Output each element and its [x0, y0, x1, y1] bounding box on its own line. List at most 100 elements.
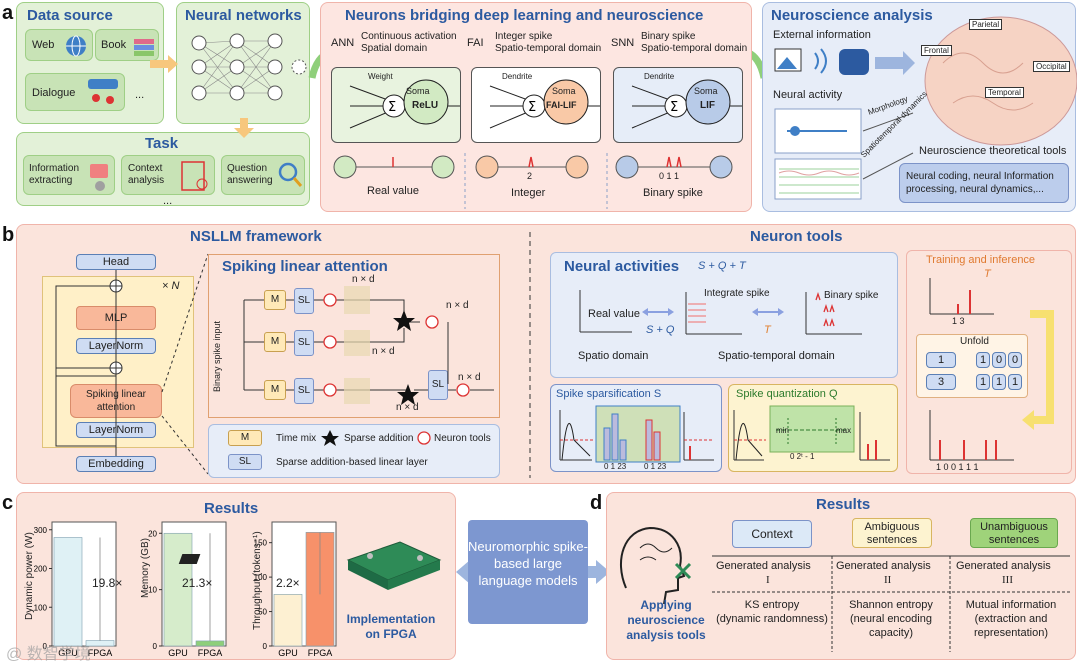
extract-icon: [90, 164, 108, 191]
chart2-ylabel: Memory (GB): [140, 538, 151, 598]
activities-t: T: [764, 324, 771, 336]
sl-block-1: SL: [294, 288, 314, 314]
fpga-label: Implementation on FPGA: [346, 612, 436, 641]
activities-integrate: Integrate spike: [704, 288, 770, 299]
qa-card: Question answering: [221, 155, 305, 195]
col1-gen: Generated analysis: [716, 560, 811, 572]
quantization-max: max: [836, 426, 852, 435]
dialogue-label: Dialogue: [32, 87, 76, 99]
unfold-row2-b2: 1: [992, 374, 1006, 390]
quantization-ticks: 0 2ᵗ - 1: [790, 452, 815, 461]
ann-tag: ANN: [331, 37, 355, 49]
task-more: ...: [163, 195, 173, 207]
quantization-title: Spike quantization Q: [736, 388, 838, 400]
svg-text:Σ: Σ: [388, 100, 396, 115]
sl-block-2: SL: [294, 330, 314, 356]
panel-letter-c: c: [2, 492, 14, 514]
col2-metric-block: Shannon entropy (neural encoding capacit…: [834, 598, 948, 640]
training-bottom-ticks: 1 0 0 1 1 1: [936, 462, 979, 472]
neural-activities-panel: [550, 252, 898, 378]
col2-metric: Shannon entropy: [849, 599, 933, 611]
col-head-context: Context: [732, 520, 812, 548]
unfold-label: Unfold: [960, 336, 989, 347]
neural-networks-panel: Neural networks: [176, 2, 310, 124]
layernorm-block-2: LayerNorm: [76, 422, 156, 438]
fai-output: Integer: [511, 187, 546, 199]
web-label: Web: [32, 39, 55, 51]
col-head-unambiguous: Unambiguous sentences: [970, 518, 1058, 548]
legend-time-mix: Time mix: [276, 433, 317, 444]
center-box: Neuromorphic spike-based large language …: [468, 520, 588, 624]
region-occipital: Occipital: [1033, 61, 1070, 72]
info-extract-card: Information extracting: [23, 155, 115, 195]
col2-num: II: [884, 574, 892, 586]
head-block: Head: [76, 254, 156, 270]
neural-activity-label: Neural activity: [773, 89, 843, 101]
neurons-panel: Neurons bridging deep learning and neuro…: [320, 2, 752, 212]
unfold-row1-b2: 0: [992, 352, 1006, 368]
results-d-title: Results: [816, 496, 871, 513]
external-info-label: External information: [773, 29, 871, 41]
book-label: Book: [101, 39, 127, 51]
repeat-label: × N: [162, 280, 180, 292]
mlp-block: MLP: [76, 306, 156, 330]
unfold-row1-b3: 0: [1008, 352, 1022, 368]
panel-letter-b: b: [2, 224, 15, 246]
activities-real: Real value: [588, 308, 640, 320]
col2-gen: Generated analysis: [836, 560, 931, 572]
neuroscience-title: Neuroscience analysis: [771, 7, 933, 24]
neurons-title: Neurons bridging deep learning and neuro…: [345, 7, 704, 24]
activities-formula: S + Q + T: [698, 260, 746, 272]
legend-m-box: M: [228, 430, 262, 446]
panel-letter-d: d: [590, 492, 603, 514]
ann-neuron-graphic: Σ: [349, 79, 460, 129]
unfold-row1-b1: 1: [976, 352, 990, 368]
qa-label: Question answering: [227, 163, 273, 186]
sla-nd-1: n × d: [352, 274, 375, 285]
col2-desc: (neural encoding capacity): [850, 613, 932, 639]
col3-num: III: [1002, 574, 1013, 586]
snn-tag: SNN: [611, 37, 635, 49]
unfold-row2-value: 3: [926, 374, 956, 390]
activities-title: Neural activities: [564, 258, 680, 275]
activities-sq: S + Q: [646, 324, 675, 336]
training-T: T: [984, 268, 991, 280]
context-card: Context analysis: [121, 155, 215, 195]
col3-gen: Generated analysis: [956, 560, 1051, 572]
results-c-title: Results: [204, 500, 259, 517]
col-head-ambiguous: Ambiguous sentences: [852, 518, 932, 548]
data-source-title: Data source: [27, 7, 113, 24]
neuron-outputs-graphic: [333, 153, 733, 209]
chart2-factor: 21.3×: [182, 576, 213, 590]
sla-input-label: Binary spike input: [212, 320, 222, 392]
quantization-min: min: [776, 426, 789, 435]
fai-neuron-graphic: Σ: [489, 79, 600, 129]
training-title: Training and inference: [926, 254, 1036, 266]
chart1-factor: 19.8×: [92, 576, 123, 590]
sparsification-ticks-2: 0 1 23: [644, 462, 667, 471]
fai-soma: Soma: [552, 86, 576, 96]
fai-line1: Integer spike: [495, 31, 553, 42]
ann-act: ReLU: [412, 100, 439, 111]
neuron-tools-title: Neuron tools: [750, 228, 843, 245]
legend-sl-box: SL: [228, 454, 262, 470]
fai-tick: 2: [527, 171, 533, 181]
sla-block: Spiking linear attention: [70, 384, 162, 418]
context-icon: [181, 161, 208, 191]
legend-sparse-add: Sparse addition: [344, 433, 414, 444]
activities-binary: Binary spike: [824, 290, 879, 301]
m-block-1: M: [264, 290, 286, 310]
snn-line1: Binary spike: [641, 31, 696, 42]
col1-num: I: [766, 574, 770, 586]
svg-text:Σ: Σ: [528, 100, 536, 115]
data-source-panel: Data source Web Book Dialogue ...: [16, 2, 164, 124]
sla-nd-2: n × d: [446, 300, 469, 311]
fai-dendrite: Dendrite: [502, 72, 533, 81]
task-panel: Task Information extracting Context anal…: [16, 132, 310, 207]
region-frontal: Frontal: [921, 45, 952, 56]
sl-block-4: SL: [428, 370, 448, 400]
snn-act: LIF: [700, 100, 715, 111]
snn-ticks: 0 1 1: [659, 171, 680, 181]
neural-networks-title: Neural networks: [185, 7, 302, 24]
ann-soma: Soma: [406, 86, 430, 96]
